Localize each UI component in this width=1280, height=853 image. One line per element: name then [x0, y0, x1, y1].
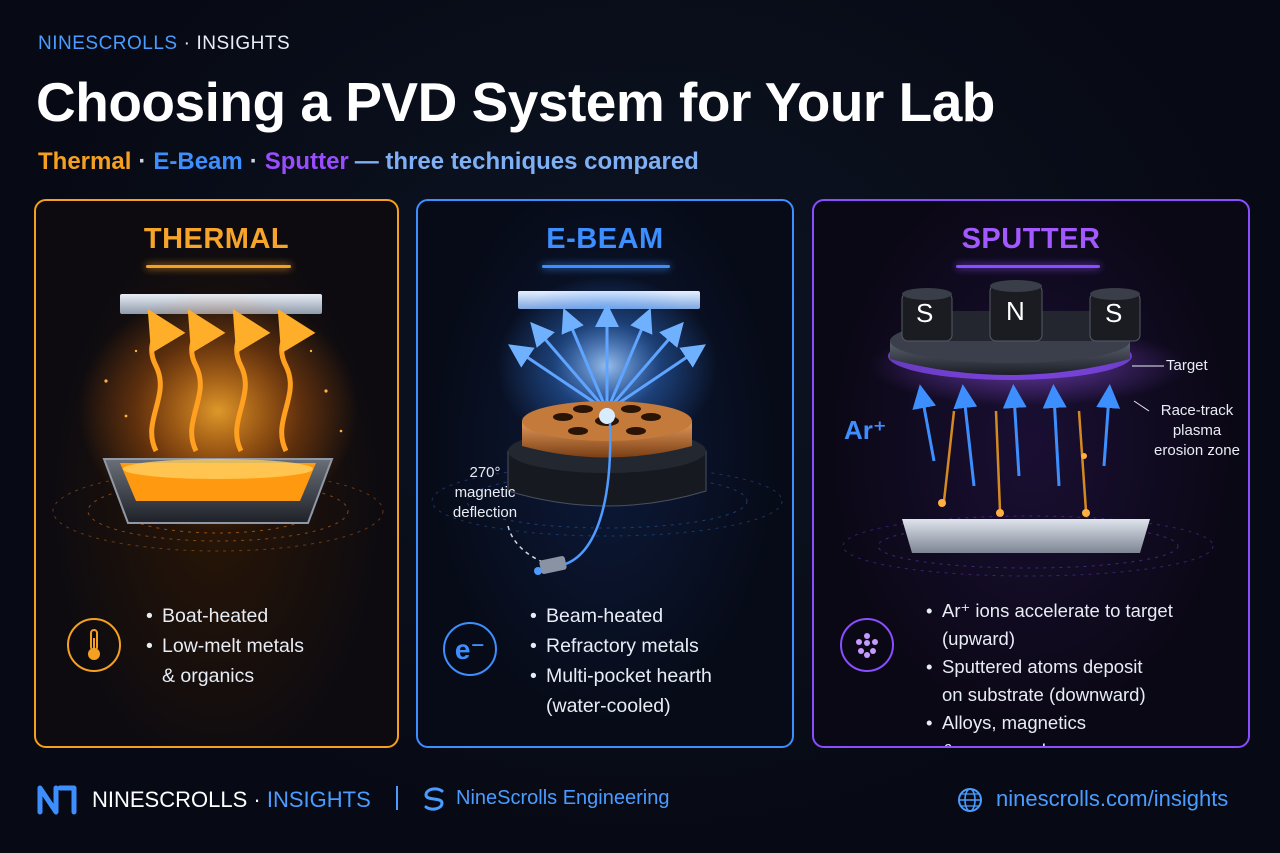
bullet-continuation-text: & compounds — [942, 740, 1055, 746]
subtitle-dot: · — [138, 148, 147, 175]
bullet-continuation: on substrate (downward) — [926, 681, 1248, 709]
electron-beam — [557, 422, 612, 568]
sputter-title-underline — [956, 265, 1100, 268]
deflection-label-line: magnetic — [454, 484, 516, 501]
vapor-arrow — [187, 308, 226, 453]
footer-divider — [396, 786, 398, 810]
subtitle-rest: — three techniques compared — [354, 148, 699, 175]
magnet-s-right — [1089, 288, 1141, 342]
racetrack-label-line: erosion zone — [1154, 442, 1240, 459]
subtitle-dot: · — [249, 148, 258, 175]
thermal-bullets: Boat-heated Low-melt metals & organics — [146, 601, 304, 691]
ebeam-title-underline — [542, 265, 670, 268]
footer-brand-secondary: INSIGHTS — [266, 787, 371, 812]
footer-url-link[interactable]: ninescrolls.com/insights — [996, 786, 1229, 811]
subtitle-thermal: Thermal — [38, 148, 132, 175]
bullet-continuation-text: on substrate (downward) — [942, 684, 1146, 705]
atoms-icon — [840, 618, 894, 672]
brand-separator: · — [183, 33, 191, 54]
thermal-evaporation-illustration — [52, 291, 384, 552]
electron-gun — [539, 556, 567, 574]
footer-engineering: NineScrolls Engineering — [456, 787, 670, 809]
top-brand: NINESCROLLS·INSIGHTS — [38, 33, 290, 55]
bullet: Refractory metals — [530, 631, 712, 661]
sputter-bullets: Ar⁺ ions accelerate to target (upward) S… — [926, 597, 1248, 746]
magnet-label: S — [1105, 298, 1123, 328]
engineering-logo-icon — [424, 787, 444, 811]
bullet-continuation: & organics — [146, 661, 304, 691]
footer-brand-primary: NINESCROLLS — [92, 787, 248, 812]
bullet: Alloys, magnetics — [926, 709, 1248, 737]
bullet-continuation: (water-cooled) — [530, 691, 712, 721]
ebeam-bullets: Beam-heated Refractory metals Multi-pock… — [530, 601, 712, 721]
bullet: Low-melt metals — [146, 631, 304, 661]
globe-icon — [958, 788, 982, 812]
bullet: Boat-heated — [146, 601, 304, 631]
thermal-title: THERMAL — [143, 223, 290, 255]
vapor-arrow — [147, 308, 186, 453]
bullet-continuation-text: & organics — [162, 665, 255, 687]
vapor-arrow — [232, 308, 271, 453]
electron-icon: e⁻ — [443, 622, 497, 676]
thermometer-icon — [67, 618, 121, 672]
magnet-label: N — [1006, 296, 1025, 326]
deflection-label-line: 270° — [469, 464, 501, 481]
page-subtitle: Thermal·E-Beam·Sputter— three techniques… — [38, 148, 699, 176]
deflection-label-line: deflection — [452, 504, 518, 521]
ebeam-title: E-BEAM — [546, 223, 664, 255]
bullet-continuation-text: (water-cooled) — [546, 695, 671, 717]
magnet-s-left — [901, 288, 953, 342]
sputter-illustration — [842, 280, 1214, 577]
electron-icon-text: e⁻ — [454, 633, 486, 665]
brand-primary: NINESCROLLS — [38, 33, 178, 54]
bullet: Ar⁺ ions accelerate to target (upward) — [926, 597, 1248, 653]
sputter-card: SPUTTER — [812, 199, 1250, 748]
magnet-label: S — [916, 298, 934, 328]
page-title: Choosing a PVD System for Your Lab — [36, 71, 995, 133]
subtitle-sputter: Sputter — [264, 148, 349, 175]
ebeam-card: E-BEAM — [416, 199, 794, 748]
footer-brand-separator: · — [253, 787, 261, 812]
brand-secondary: INSIGHTS — [196, 33, 291, 54]
thermal-title-underline — [146, 265, 291, 268]
magnet-n — [989, 280, 1043, 342]
footer: NINESCROLLS · INSIGHTS NineScrolls Engin… — [0, 770, 1280, 830]
substrate — [902, 519, 1150, 553]
racetrack-label-line: plasma — [1172, 422, 1222, 439]
bullet-continuation: & compounds — [926, 737, 1248, 746]
bullet: Beam-heated — [530, 601, 712, 631]
target-label: Target — [1166, 357, 1208, 374]
footer-brand: NINESCROLLS · INSIGHTS — [92, 787, 371, 813]
ninescrolls-logo-icon — [37, 785, 77, 815]
racetrack-label: Race-track plasma erosion zone — [1152, 401, 1242, 461]
bullet: Sputtered atoms deposit — [926, 653, 1248, 681]
racetrack-label-line: Race-track — [1160, 402, 1234, 419]
sputter-title: SPUTTER — [961, 223, 1101, 255]
thermal-card: THERMAL — [34, 199, 399, 748]
vapor-arrow — [277, 308, 316, 453]
deflection-label: 270° magnetic deflection — [450, 463, 520, 523]
bullet: Multi-pocket hearth — [530, 661, 712, 691]
ebeam-evaporation-illustration — [431, 276, 783, 575]
argon-ion-label: Ar⁺ — [844, 415, 887, 445]
subtitle-ebeam: E-Beam — [153, 148, 243, 175]
